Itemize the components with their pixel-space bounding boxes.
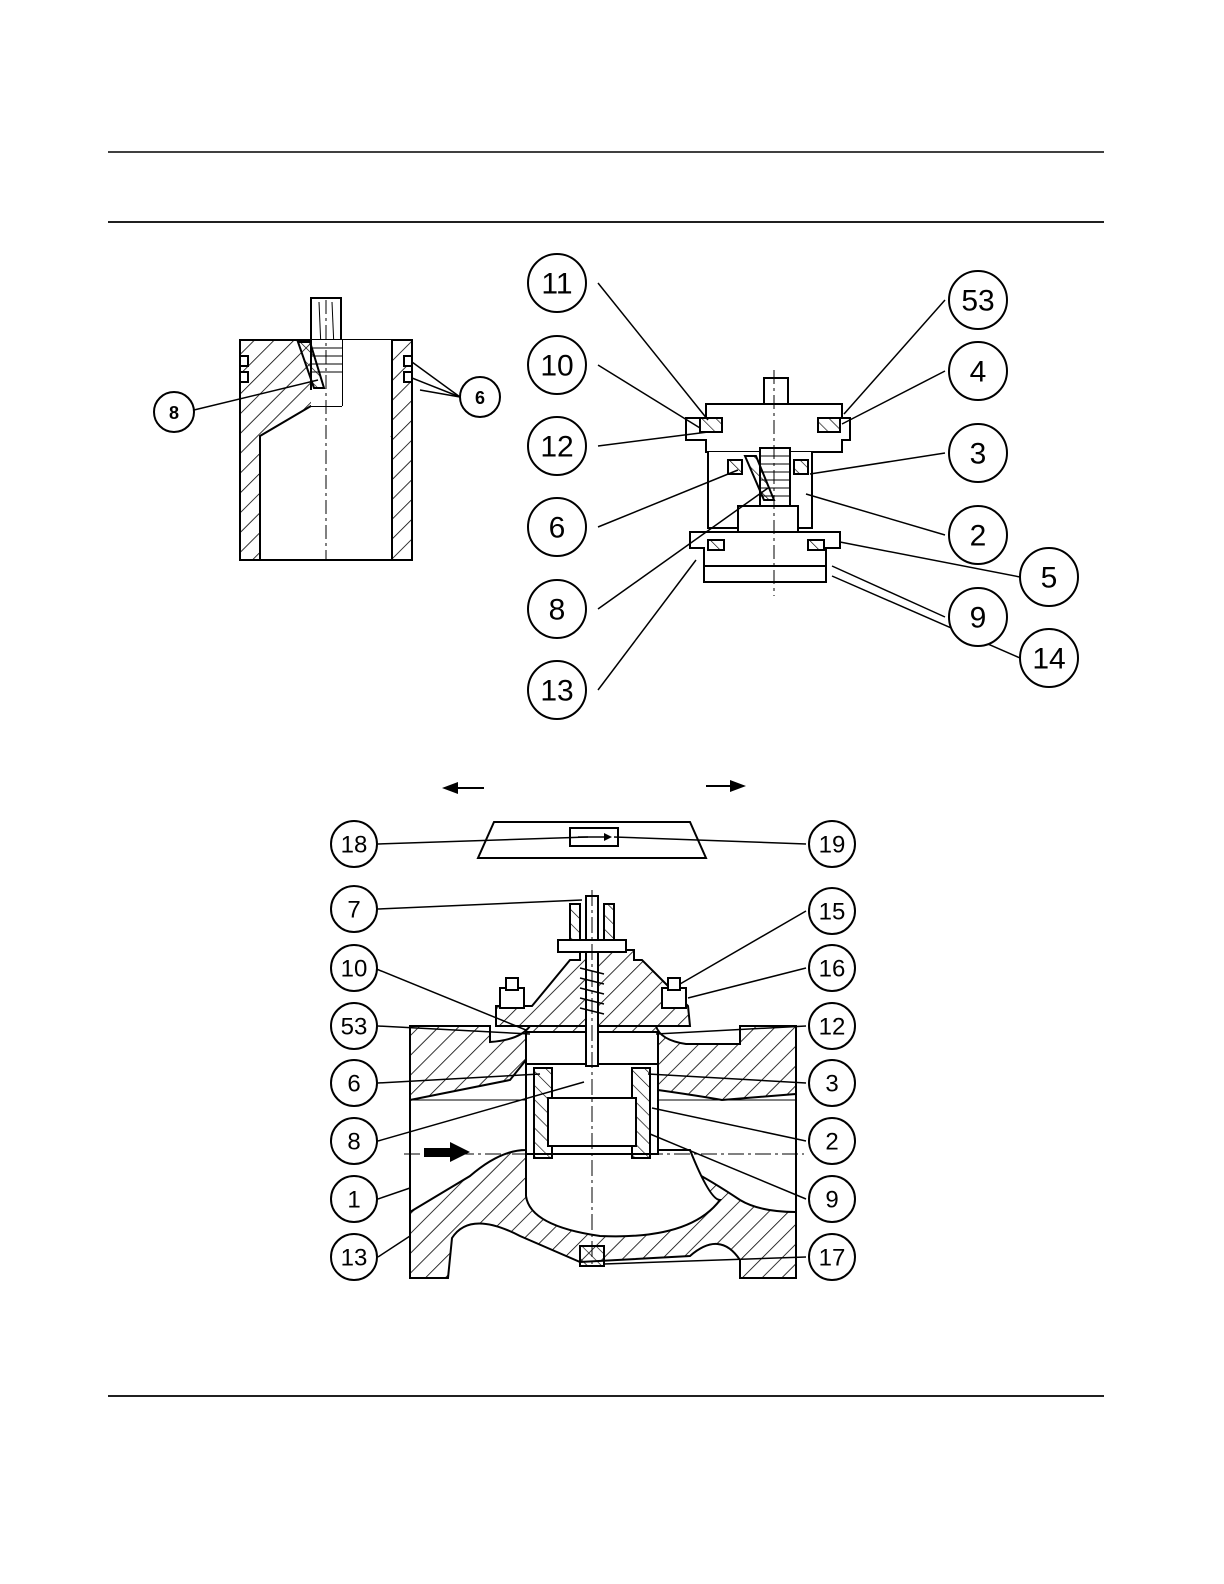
callout-number: 17 bbox=[819, 1245, 846, 1272]
callout-number: 7 bbox=[347, 897, 360, 924]
callout-number: 2 bbox=[970, 520, 987, 553]
callout-13: 13 bbox=[331, 1234, 377, 1280]
callout-number: 6 bbox=[549, 512, 566, 545]
callout-number: 5 bbox=[1041, 562, 1058, 595]
callout-6: 6 bbox=[460, 377, 500, 417]
callout-4: 4 bbox=[949, 342, 1007, 400]
callout-number: 53 bbox=[341, 1014, 368, 1041]
callout-9: 9 bbox=[809, 1176, 855, 1222]
arrow-left-icon bbox=[442, 782, 484, 794]
callout-number: 19 bbox=[819, 832, 846, 859]
callout-number: 9 bbox=[970, 602, 987, 635]
callout-10: 10 bbox=[528, 336, 586, 394]
callout-10: 10 bbox=[331, 945, 377, 991]
callout-17: 17 bbox=[809, 1234, 855, 1280]
callout-number: 3 bbox=[970, 438, 987, 471]
callout-number: 1 bbox=[347, 1187, 360, 1214]
callout-1: 1 bbox=[331, 1176, 377, 1222]
callout-8: 8 bbox=[528, 580, 586, 638]
callout-15: 15 bbox=[809, 888, 855, 934]
callout-8: 8 bbox=[154, 392, 194, 432]
callout-3: 3 bbox=[809, 1060, 855, 1106]
callout-number: 14 bbox=[1032, 643, 1065, 676]
valve-body-view bbox=[404, 890, 804, 1278]
callout-7: 7 bbox=[331, 886, 377, 932]
callout-6: 6 bbox=[528, 498, 586, 556]
callout-53: 53 bbox=[331, 1003, 377, 1049]
callout-number: 6 bbox=[347, 1071, 360, 1098]
callout-3: 3 bbox=[949, 424, 1007, 482]
callout-number: 15 bbox=[819, 899, 846, 926]
callout-13: 13 bbox=[528, 661, 586, 719]
callout-number: 16 bbox=[819, 956, 846, 983]
callout-6: 6 bbox=[331, 1060, 377, 1106]
callout-18: 18 bbox=[331, 821, 377, 867]
callout-8: 8 bbox=[331, 1118, 377, 1164]
arrow-right-icon bbox=[706, 780, 746, 792]
callout-number: 11 bbox=[541, 268, 572, 301]
callout-16: 16 bbox=[809, 945, 855, 991]
callout-number: 6 bbox=[475, 388, 485, 408]
callout-11: 11 bbox=[528, 254, 586, 312]
callout-number: 3 bbox=[825, 1071, 838, 1098]
callout-14: 14 bbox=[1020, 629, 1078, 687]
callout-number: 12 bbox=[819, 1014, 846, 1041]
callout-number: 8 bbox=[347, 1129, 360, 1156]
callout-5: 5 bbox=[1020, 548, 1078, 606]
callout-2: 2 bbox=[949, 506, 1007, 564]
cage-assembly-view bbox=[686, 370, 850, 596]
callout-number: 13 bbox=[540, 675, 573, 708]
callout-number: 8 bbox=[169, 403, 179, 423]
plug-detail-view bbox=[240, 298, 412, 560]
callout-2: 2 bbox=[809, 1118, 855, 1164]
callout-number: 2 bbox=[825, 1129, 838, 1156]
callout-number: 10 bbox=[341, 956, 368, 983]
callout-number: 53 bbox=[961, 285, 994, 318]
callout-19: 19 bbox=[809, 821, 855, 867]
callout-12: 12 bbox=[809, 1003, 855, 1049]
callout-number: 9 bbox=[825, 1187, 838, 1214]
callout-9: 9 bbox=[949, 588, 1007, 646]
callout-number: 4 bbox=[970, 356, 987, 389]
callout-number: 13 bbox=[341, 1245, 368, 1272]
callout-number: 10 bbox=[540, 350, 573, 383]
direction-arrows bbox=[442, 780, 746, 794]
callout-number: 8 bbox=[549, 594, 566, 627]
callout-number: 12 bbox=[540, 431, 573, 464]
callout-53: 53 bbox=[949, 271, 1007, 329]
callout-number: 18 bbox=[341, 832, 368, 859]
callout-12: 12 bbox=[528, 417, 586, 475]
